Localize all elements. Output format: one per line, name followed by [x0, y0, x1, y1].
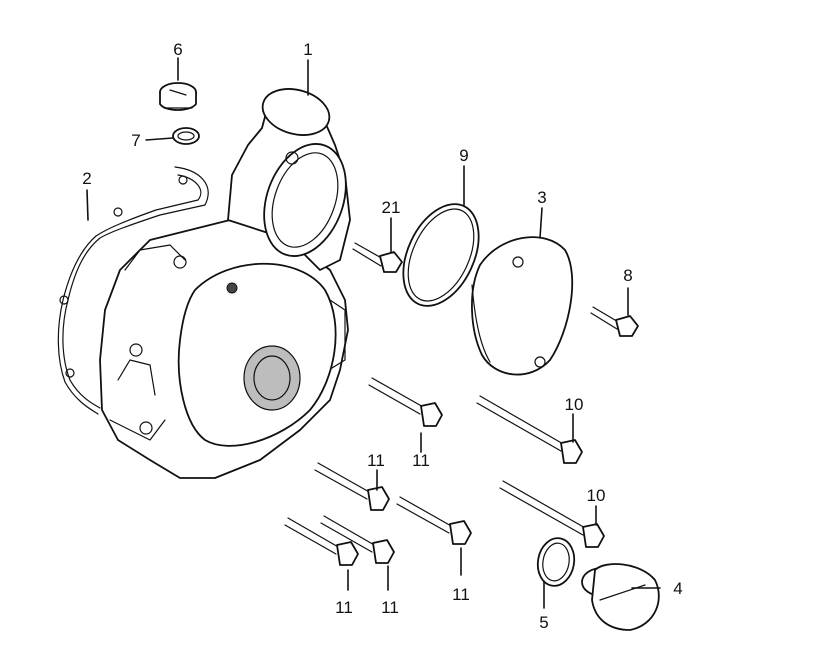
cap-plug-part-4: [581, 563, 660, 631]
leader-lines: [86, 57, 661, 609]
oring-part-5: [536, 537, 576, 587]
label-part-11-left: 11: [335, 598, 353, 617]
bolt-part-8: [590, 306, 639, 337]
label-part-11-top: 11: [412, 451, 430, 470]
label-part-4: 4: [673, 579, 682, 598]
label-part-1: 1: [303, 40, 312, 59]
label-part-7: 7: [131, 131, 140, 150]
cap-part-3: [471, 236, 574, 376]
bolt-part-21: [352, 242, 403, 273]
label-part-6: 6: [173, 40, 182, 59]
bolt-11-center: [396, 496, 472, 545]
oring-part-7: [172, 127, 200, 145]
label-part-2: 2: [82, 169, 91, 188]
label-part-3: 3: [537, 188, 546, 207]
label-part-11-right: 11: [381, 598, 399, 617]
label-part-10-lower: 10: [587, 486, 606, 505]
label-part-11-mid: 11: [367, 451, 385, 470]
label-part-8: 8: [623, 266, 632, 285]
label-part-11-center: 11: [452, 585, 470, 604]
bolt-part-10-lower: [499, 480, 605, 548]
label-part-21: 21: [382, 198, 401, 217]
label-part-10-upper: 10: [565, 395, 584, 414]
label-part-9: 9: [459, 146, 468, 165]
oring-part-9: [402, 203, 480, 307]
gasket-part-2: [57, 166, 209, 415]
bolt-11-mid: [314, 462, 390, 511]
label-part-5: 5: [539, 613, 548, 632]
bolt-11-right: [320, 515, 395, 564]
part-labels: 1 2 3 4 5 6 7 8 9 10 10 11 11 11 11 11 2…: [82, 40, 682, 632]
bolt-11-top: [368, 377, 443, 427]
cover-part-1: [99, 88, 351, 479]
plug-part-6: [159, 82, 197, 111]
bolt-11-left: [284, 517, 359, 566]
